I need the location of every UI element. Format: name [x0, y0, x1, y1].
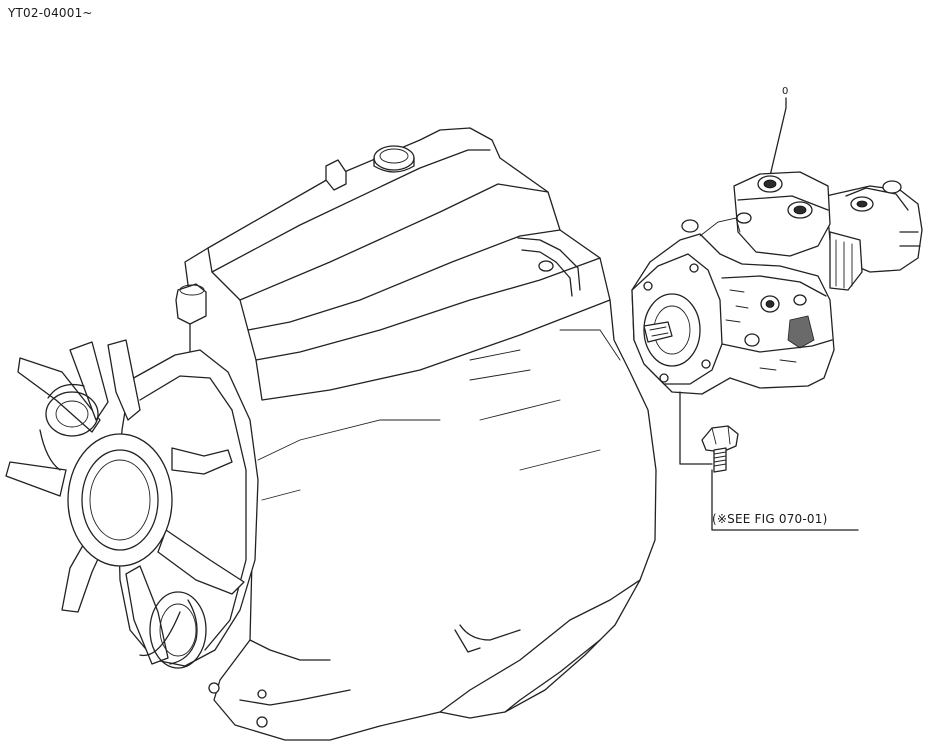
pump-illustration	[631, 97, 923, 465]
bolt-illustration	[701, 425, 859, 531]
serial-range-label: YT02-04001~	[8, 6, 93, 20]
fan-illustration	[5, 339, 259, 669]
engine-illustration	[175, 127, 657, 741]
assembly-ref-number: 0	[782, 86, 789, 97]
see-figure-note: (※SEE FIG 070-01)	[712, 512, 828, 526]
